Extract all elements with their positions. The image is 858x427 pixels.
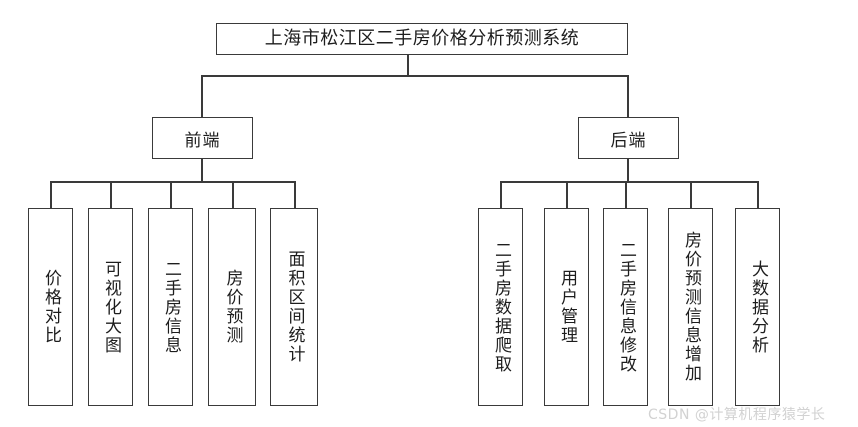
branch-node-frontend: 前端 [152, 117, 253, 159]
leaf-node-visualization-dashboard: 可视化大图 [88, 208, 133, 406]
connector-frontend-drop-1 [50, 181, 52, 208]
leaf-node-secondhand-house-info-label: 二手房信息 [161, 259, 181, 355]
connector-frontend-drop-3 [170, 181, 172, 208]
leaf-node-price-comparison-label: 价格对比 [41, 269, 61, 345]
leaf-node-prediction-info-add-label: 房价预测信息增加 [681, 231, 701, 383]
root-node-system-title: 上海市松江区二手房价格分析预测系统 [216, 23, 628, 55]
leaf-node-price-comparison: 价格对比 [28, 208, 73, 406]
leaf-node-house-info-edit: 二手房信息修改 [603, 208, 648, 406]
connector-frontend-stem [201, 159, 203, 181]
leaf-node-price-prediction-label: 房价预测 [222, 269, 243, 345]
connector-top-bus [201, 75, 628, 77]
leaf-node-area-range-statistics: 面积区间统计 [270, 208, 318, 406]
leaf-node-big-data-analysis-label: 大数据分析 [748, 259, 768, 355]
connector-drop-frontend [201, 75, 203, 117]
leaf-node-user-management: 用户管理 [544, 208, 589, 406]
leaf-node-data-crawler-label: 二手房数据爬取 [491, 240, 511, 374]
leaf-node-big-data-analysis: 大数据分析 [735, 208, 780, 406]
leaf-node-secondhand-house-info: 二手房信息 [148, 208, 193, 406]
connector-backend-stem [627, 159, 629, 181]
branch-node-frontend-label: 前端 [184, 130, 221, 151]
branch-node-backend-label: 后端 [610, 130, 647, 151]
connector-backend-bus [500, 181, 758, 183]
leaf-node-prediction-info-add: 房价预测信息增加 [668, 208, 713, 406]
root-node-label: 上海市松江区二手房价格分析预测系统 [264, 28, 580, 49]
connector-frontend-drop-2 [110, 181, 112, 208]
branch-node-backend: 后端 [578, 117, 679, 159]
leaf-node-house-info-edit-label: 二手房信息修改 [616, 240, 636, 374]
connector-frontend-drop-4 [232, 181, 234, 208]
connector-backend-drop-5 [757, 181, 759, 208]
connector-backend-drop-3 [625, 181, 627, 208]
leaf-node-user-management-label: 用户管理 [557, 269, 577, 345]
connector-backend-drop-4 [690, 181, 692, 208]
watermark-text: CSDN @计算机程序猿学长 [648, 407, 826, 423]
connector-backend-drop-1 [500, 181, 502, 208]
leaf-node-area-range-statistics-label: 面积区间统计 [284, 250, 305, 364]
connector-root-trunk [407, 55, 409, 76]
leaf-node-price-prediction: 房价预测 [208, 208, 256, 406]
connector-drop-backend [627, 75, 629, 117]
leaf-node-data-crawler: 二手房数据爬取 [478, 208, 523, 406]
connector-frontend-drop-5 [294, 181, 296, 208]
connector-frontend-bus [50, 181, 295, 183]
leaf-node-visualization-dashboard-label: 可视化大图 [101, 259, 121, 355]
connector-backend-drop-2 [566, 181, 568, 208]
